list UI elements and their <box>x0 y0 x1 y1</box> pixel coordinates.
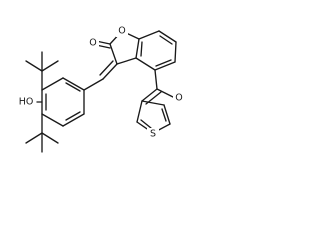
ring-oxygen-label: O <box>118 26 125 37</box>
molecule-structure: O O O HO S <box>15 25 185 153</box>
lactone-carbonyl-oxygen-label: O <box>89 38 96 49</box>
tert-butyl-top <box>25 51 59 91</box>
phenol-ring <box>41 77 85 127</box>
thiophene-sulfur-label: S <box>150 129 156 140</box>
tert-butyl-bottom <box>25 113 59 153</box>
ketone-bridge <box>141 69 176 105</box>
ketone-oxygen-label: O <box>175 93 182 104</box>
fused-benzene-ring <box>135 30 177 71</box>
molecule-canvas: O O O HO S <box>15 25 185 153</box>
atom-labels: O O O HO S <box>15 25 185 140</box>
hydroxyl-label: HO <box>19 97 34 108</box>
methylidene-bridge <box>83 60 118 91</box>
